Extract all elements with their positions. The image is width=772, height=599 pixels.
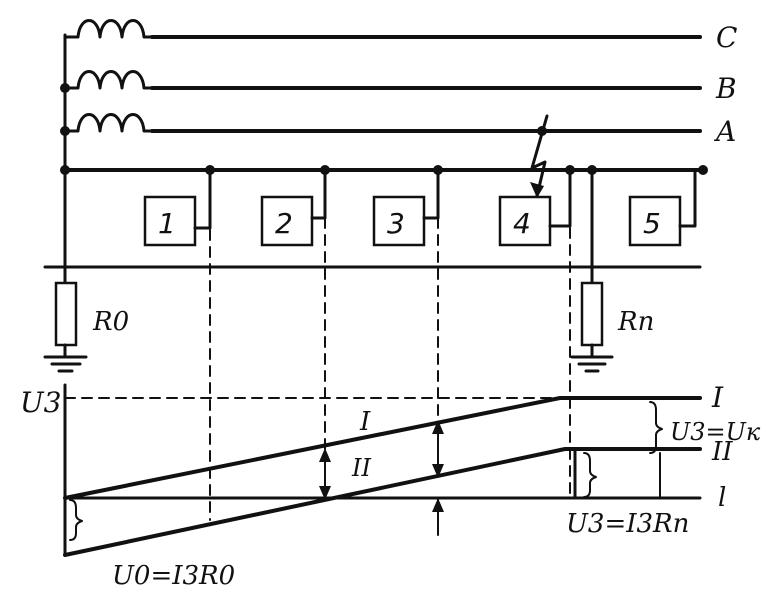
load-number: 3	[387, 207, 405, 240]
load-connector	[678, 168, 697, 228]
load-number: 1	[158, 207, 176, 240]
resistor-label-r0: R0	[92, 307, 129, 337]
level-label-ii: II	[711, 437, 733, 467]
resistor-rn-branch: Rn	[570, 168, 654, 373]
brace-uk	[649, 401, 663, 454]
formula-u3-uk: U3=Uк	[670, 418, 761, 446]
load-5: 5	[628, 168, 697, 247]
load-box	[143, 195, 197, 247]
projection-lines	[64, 217, 571, 521]
junction-dot	[60, 126, 70, 136]
load-connector	[193, 168, 212, 230]
neutral-conductor	[60, 165, 708, 175]
resistor-rn	[580, 281, 604, 347]
load-1: 1	[143, 168, 212, 247]
transformer-windings	[60, 19, 154, 172]
arrowhead-up	[432, 498, 444, 512]
load-box	[260, 195, 314, 247]
potential-plot: U3 I II l I II U3=Uк U3=I3Rn U0=I3R0	[20, 381, 761, 591]
load-3: 3	[372, 168, 440, 247]
resistor-label-rn: Rn	[617, 307, 654, 337]
junction-dot	[698, 165, 708, 175]
formula-u0-i3r0: U0=I3R0	[112, 561, 235, 591]
arrowhead-up	[432, 420, 444, 434]
axis-label-l: l	[718, 483, 726, 513]
load-number: 4	[513, 207, 531, 240]
phase-label-b: B	[715, 72, 737, 105]
curve-label-ii: II	[351, 454, 371, 482]
load-number: 2	[275, 207, 293, 240]
load-number: 5	[643, 207, 661, 240]
brace-rn	[583, 452, 597, 498]
curve-i	[63, 396, 702, 500]
coil-b	[63, 70, 154, 90]
load-4: 4	[498, 114, 572, 247]
load-connector	[422, 168, 440, 220]
arrowhead-down	[432, 464, 444, 478]
load-connector	[310, 168, 327, 220]
level-label-i: I	[711, 381, 724, 414]
formula-u3-i3rn: U3=I3Rn	[566, 509, 689, 539]
curve-label-i: I	[359, 407, 371, 437]
resistor-r0-branch: R0	[43, 168, 129, 373]
coil-a	[63, 113, 154, 133]
load-box	[372, 195, 426, 247]
axis-label-u3: U3	[20, 386, 61, 419]
load-connector	[548, 168, 572, 228]
resistor-r0	[54, 281, 78, 347]
phase-lines: C B A	[150, 21, 737, 148]
phase-label-a: A	[713, 115, 736, 148]
fault-arrowhead	[530, 182, 544, 198]
arrowhead-up	[319, 448, 331, 462]
phase-label-c: C	[716, 21, 737, 54]
load-box	[628, 195, 682, 247]
curve-ii	[63, 447, 702, 557]
brace-r0	[69, 499, 83, 541]
arrowhead-down	[319, 486, 331, 500]
junction-dot	[60, 83, 70, 93]
coil-c	[63, 19, 154, 39]
fault-arrow	[530, 114, 549, 198]
load-box	[498, 195, 552, 247]
load-2: 2	[260, 168, 327, 247]
